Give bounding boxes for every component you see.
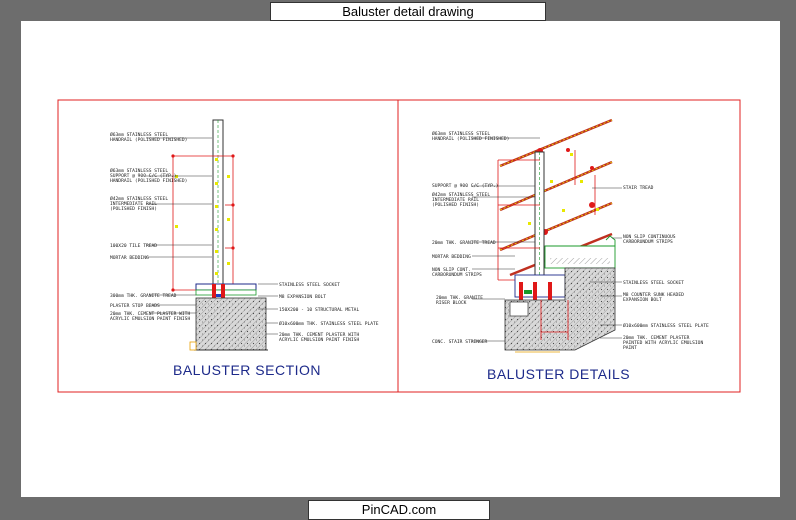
note-plaster-1b: ACRYLIC EMULSION PAINT FINISH <box>110 316 190 322</box>
upper-tread <box>544 245 616 269</box>
note-r-stringer: CONC. STAIR STRINGER <box>432 339 488 345</box>
note-expansion-bolt: M8 EXPANSION BOLT <box>279 294 326 300</box>
note-r-plaster: 20mm THK. CEMENT PLASTER <box>623 335 690 341</box>
detail-post <box>534 151 545 281</box>
note-r-intermediate-2: INTERMEDIATE RAIL <box>432 197 479 203</box>
note-r-stair-tread: STAIR TREAD <box>623 185 654 191</box>
note-handrail-finish: HANDRAIL (POLISHED FINISHED) <box>110 137 187 143</box>
note-r-bolt-2: EXPANSION BOLT <box>623 297 662 303</box>
note-r-riser-2: RISER BLOCK <box>436 300 467 306</box>
note-r-handrail-finish: HANDRAIL (POLISHED FINISHED) <box>432 136 509 142</box>
note-r-plaster-3: PAINT <box>623 345 637 351</box>
note-r-socket: STAINLESS STEEL SOCKET <box>623 280 684 286</box>
note-r-mortar: MORTAR BEDDING <box>432 254 471 260</box>
caption-baluster-section: BALUSTER SECTION <box>173 362 321 378</box>
note-r-bolt: M8 COUNTER SUNK HEADED <box>623 292 684 298</box>
note-intermediate-rail-3: (POLISHED FINISH) <box>110 206 157 212</box>
note-r-intermediate: Ø42mm STAINLESS STEEL <box>432 191 490 198</box>
note-intermediate-rail: Ø42mm STAINLESS STEEL <box>110 195 168 202</box>
note-r-nonslip-cont: NON SLIP CONTINUOUS <box>623 234 676 240</box>
note-plaster-stop: PLASTER STOP BEADS <box>110 303 160 309</box>
note-handrail: Ø63mm STAINLESS STEEL <box>110 131 168 138</box>
note-support-spacing: SUPPORT @ 900 C/C (TYP.) <box>110 173 176 179</box>
drawing-title: Baluster detail drawing <box>270 2 546 21</box>
baluster-section-view: Ø63mm STAINLESS STEEL HANDRAIL (POLISHED… <box>57 99 399 393</box>
note-plaster-2: 20mm THK. CEMENT PLASTER WITH <box>279 332 359 338</box>
details-frame <box>397 99 741 393</box>
note-intermediate-rail-2: INTERMEDIATE RAIL <box>110 201 157 207</box>
note-r-nonslip: NON SLIP CONT. <box>432 267 471 273</box>
note-r-granite-tread: 20mm THK. GRANITE TREAD <box>432 240 496 246</box>
note-socket: STAINLESS STEEL SOCKET <box>279 282 340 288</box>
note-r-intermediate-3: (POLISHED FINISH) <box>432 202 479 208</box>
note-support-finish: HANDRAIL (POLISHED FINISHED) <box>110 178 187 184</box>
note-granite-tread: 300mm THK. GRANITE TREAD <box>110 293 177 299</box>
note-mortar: MORTAR BEDDING <box>110 255 149 261</box>
note-structural-metal: 150X200 - 10 STRUCTURAL METAL <box>279 307 359 313</box>
note-support: Ø63mm STAINLESS STEEL <box>110 167 168 174</box>
note-steel-plate: Ø10x600mm THK. STAINLESS STEEL PLATE <box>279 320 379 327</box>
note-r-plate: Ø10x600mm STAINLESS STEEL PLATE <box>623 322 709 329</box>
note-r-plaster-2: PAINTED WITH ACRYLIC EMULSION <box>623 340 703 346</box>
note-r-handrail: Ø63mm STAINLESS STEEL <box>432 130 490 137</box>
note-plaster-2b: ACRYLIC EMULSION PAINT FINISH <box>279 337 359 343</box>
note-r-nonslip-cont-2: CARBORUNDUM STRIPS <box>623 239 673 245</box>
note-tile-tread: 100X20 TILE TREAD <box>110 243 157 249</box>
note-r-support: SUPPORT @ 900 C/C (TYP.) <box>432 183 498 189</box>
baluster-details-view: Ø63mm STAINLESS STEEL HANDRAIL (POLISHED… <box>397 99 741 393</box>
caption-baluster-details: BALUSTER DETAILS <box>487 366 630 382</box>
note-r-nonslip-2: CARBORUNDUM STRIPS <box>432 272 482 278</box>
note-plaster-1: 20mm THK. CEMENT PLASTER WITH <box>110 311 190 317</box>
note-r-riser: 20mm THK. GRANITE <box>436 295 483 301</box>
